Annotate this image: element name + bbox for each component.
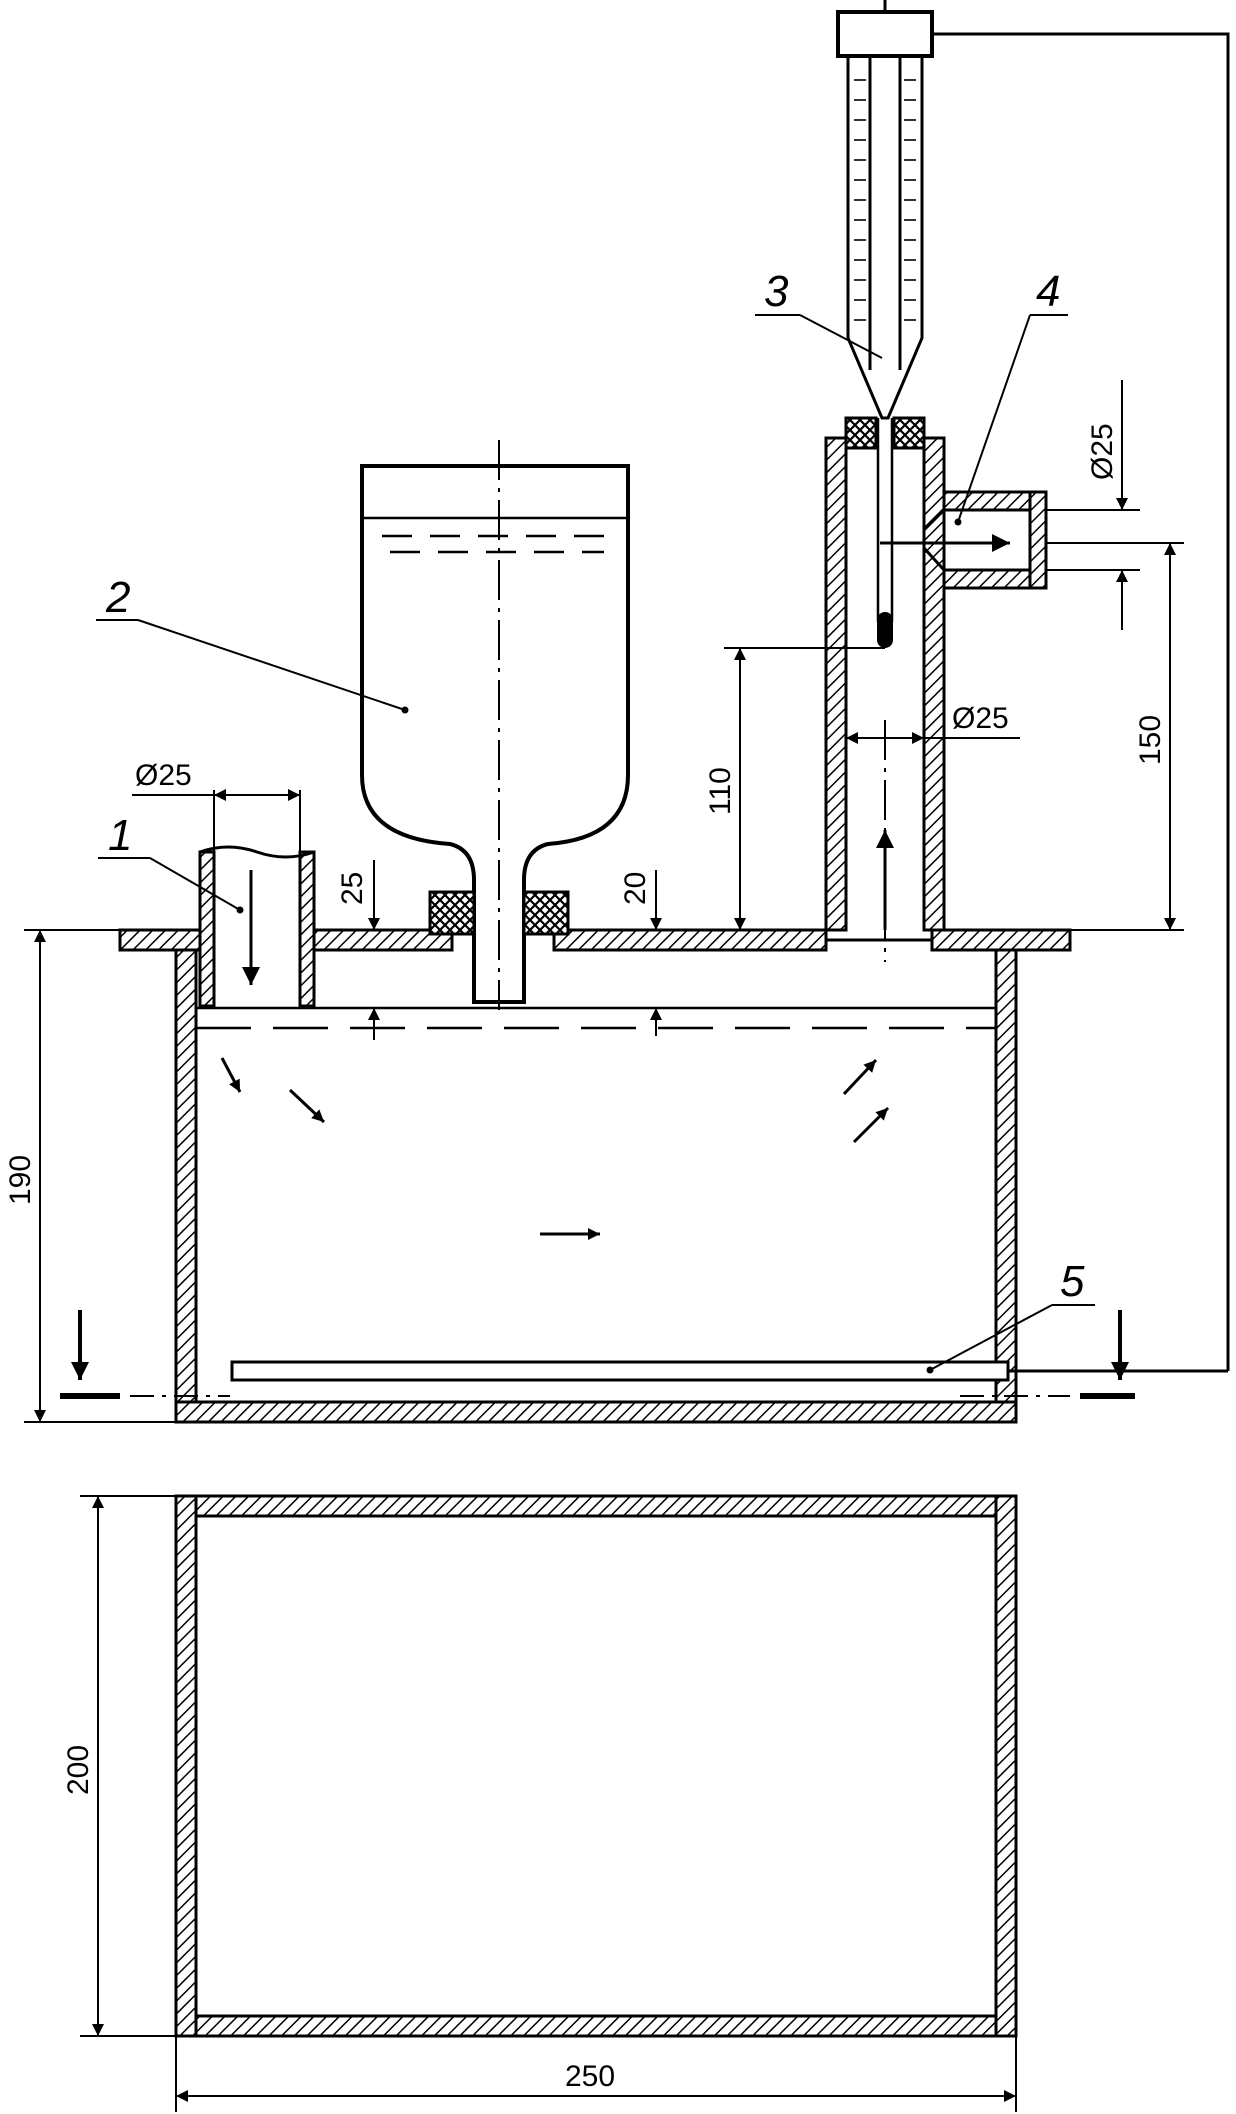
bottle [360,440,630,1010]
dim-outlet-diameter: Ø25 [1086,423,1119,480]
inlet-pipe [198,845,316,1008]
callout-1: 1 [108,811,132,860]
dim-tank-width: 250 [565,2060,615,2093]
outlet-pipe [880,490,1048,590]
dim-inlet-diameter: Ø25 [135,759,192,792]
water-level [196,1006,996,1030]
dim-thermometer-height: 110 [704,767,737,815]
dim-tank-depth: 200 [62,1745,95,1795]
callout-5: 5 [1060,1257,1085,1306]
callout-labels: 1 2 3 4 5 [105,267,1085,1306]
dimension-labels: Ø25 25 20 110 Ø25 Ø25 150 190 200 250 [4,423,1167,2093]
flow-arrows [220,1057,890,1240]
tank-walls [174,948,1018,1424]
dim-inlet-immersion: 20 [619,872,652,905]
heater [230,1360,1228,1382]
dim-bottle-immersion: 25 [336,872,369,905]
dim-riser-diameter: Ø25 [952,702,1009,735]
dim-tank-height: 190 [4,1155,37,1205]
wire [932,32,1230,1371]
section-marks [60,1310,1135,1399]
callout-3: 3 [764,267,789,316]
riser-pipe [824,416,946,962]
tank-plan-view [174,1494,1018,2038]
tank-lid [118,928,1072,952]
thermometer [836,0,934,648]
callout-2: 2 [105,573,130,622]
callout-4: 4 [1036,267,1060,316]
dim-outlet-height: 150 [1134,715,1167,765]
